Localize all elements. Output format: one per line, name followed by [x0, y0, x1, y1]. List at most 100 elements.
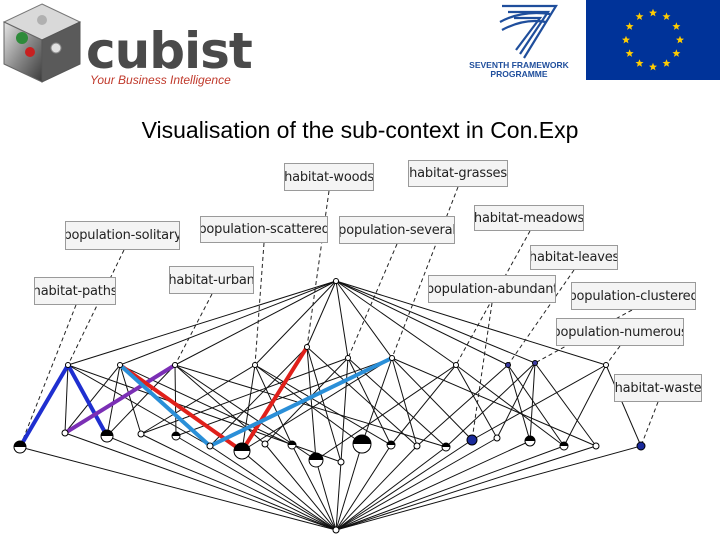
lattice-edge: [335, 461, 342, 531]
lattice-edge: [241, 450, 337, 531]
lattice-edge: [335, 280, 536, 364]
lattice-edge: [563, 364, 607, 447]
eu-star-icon: [649, 8, 657, 17]
lattice-edge: [335, 280, 509, 366]
label-habitat-woods: habitat-woods: [284, 163, 374, 191]
lattice-edge: [209, 445, 337, 531]
lattice-edge: [455, 364, 565, 447]
highlight-path: [240, 345, 309, 453]
label-connector: [254, 242, 265, 366]
label-connector: [455, 230, 531, 366]
lattice-edge: [534, 362, 597, 447]
lattice-edge: [174, 364, 447, 448]
label-population-numerous: population-numerous: [556, 318, 684, 346]
object-node-half: [442, 443, 450, 447]
label-habitat-grasses: habitat-grasses: [408, 160, 508, 187]
lattice-edge: [335, 280, 457, 366]
label-connector: [534, 309, 633, 364]
lattice-edge: [306, 346, 342, 463]
lattice-edge: [471, 364, 607, 441]
label-connector: [347, 243, 398, 359]
lattice-edge: [67, 280, 337, 366]
object-node: [466, 434, 478, 446]
eu-star-icon: [662, 59, 671, 67]
lattice-edge: [455, 364, 498, 439]
lattice-edge: [140, 364, 256, 435]
lattice-edge: [174, 280, 337, 366]
object-node-half: [288, 441, 296, 445]
eu-star-icon: [676, 35, 684, 44]
lattice-edge: [106, 364, 176, 437]
attribute-node: [603, 362, 609, 368]
object-node-half: [101, 430, 113, 436]
highlight-path: [118, 363, 212, 448]
label-connector: [605, 345, 621, 366]
lattice-edge: [140, 433, 337, 531]
lattice-edge: [335, 280, 393, 359]
lattice-edge: [529, 362, 536, 442]
lattice-edge: [335, 445, 642, 531]
lattice-edge: [335, 444, 392, 531]
lattice-edge: [64, 364, 121, 434]
object-node: [413, 442, 421, 450]
object-node-half: [560, 442, 568, 446]
lattice-edge: [306, 346, 418, 447]
highlight-path: [118, 363, 244, 453]
object-node-half: [353, 435, 371, 444]
label-connector: [174, 293, 213, 366]
eu-star-icon: [672, 22, 681, 30]
lattice-edge: [507, 364, 531, 442]
eu-star-icon: [662, 12, 671, 20]
lattice-edge: [254, 364, 392, 446]
lattice-edge: [106, 364, 121, 437]
label-population-scattered: population-scattered: [200, 216, 328, 243]
attribute-node: [453, 362, 459, 368]
attribute-node: [304, 344, 310, 350]
lattice-edge: [119, 364, 142, 435]
object-node: [493, 434, 501, 442]
highlight-path: [63, 363, 177, 435]
object-node: [337, 458, 345, 466]
lattice-edge: [416, 364, 509, 447]
label-connector: [640, 401, 659, 447]
label-connector: [507, 269, 575, 366]
label-population-several: population-several: [339, 216, 455, 244]
lattice-edge: [335, 445, 565, 531]
lattice-edge: [315, 459, 337, 531]
object-node: [61, 429, 69, 437]
object-node-half: [309, 453, 323, 460]
label-population-solitary: population-solitary: [65, 221, 180, 250]
attribute-node: [345, 355, 351, 361]
lattice-edge: [507, 364, 565, 447]
slide-title: Visualisation of the sub-context in Con.…: [141, 117, 579, 143]
object-node-half: [234, 443, 250, 451]
lattice-edge: [306, 346, 317, 461]
cubist-logo: cubist Your Business Intelligence: [0, 0, 300, 92]
lattice-edge: [140, 357, 349, 435]
lattice-edge: [335, 440, 531, 531]
lattice-edge: [119, 364, 293, 446]
eu-star-icon: [625, 49, 634, 57]
fp7-seven-icon: [499, 4, 558, 59]
highlight-path: [66, 364, 109, 437]
lattice-edge: [175, 435, 337, 531]
brand-name: cubist: [86, 22, 252, 80]
lattice-edge: [19, 446, 337, 531]
eu-stars-icon: [622, 8, 684, 71]
lattice-edge: [209, 346, 308, 447]
lattice-edge: [391, 357, 473, 441]
brand-tagline: Your Business Intelligence: [90, 73, 231, 87]
label-connector: [67, 249, 125, 366]
lattice-edge: [241, 364, 256, 452]
eu-star-icon: [625, 22, 634, 30]
object-node-half: [525, 436, 535, 441]
attribute-node: [389, 355, 395, 361]
fp7-logo: SEVENTH FRAMEWORK PROGRAMME: [452, 0, 586, 80]
object-node: [636, 441, 646, 451]
object-node-half: [172, 432, 180, 436]
attribute-node: [532, 360, 538, 366]
cube-icon: [2, 3, 82, 83]
eu-star-icon: [649, 62, 657, 71]
lattice-edge: [254, 280, 337, 366]
object-node-half: [387, 441, 395, 445]
